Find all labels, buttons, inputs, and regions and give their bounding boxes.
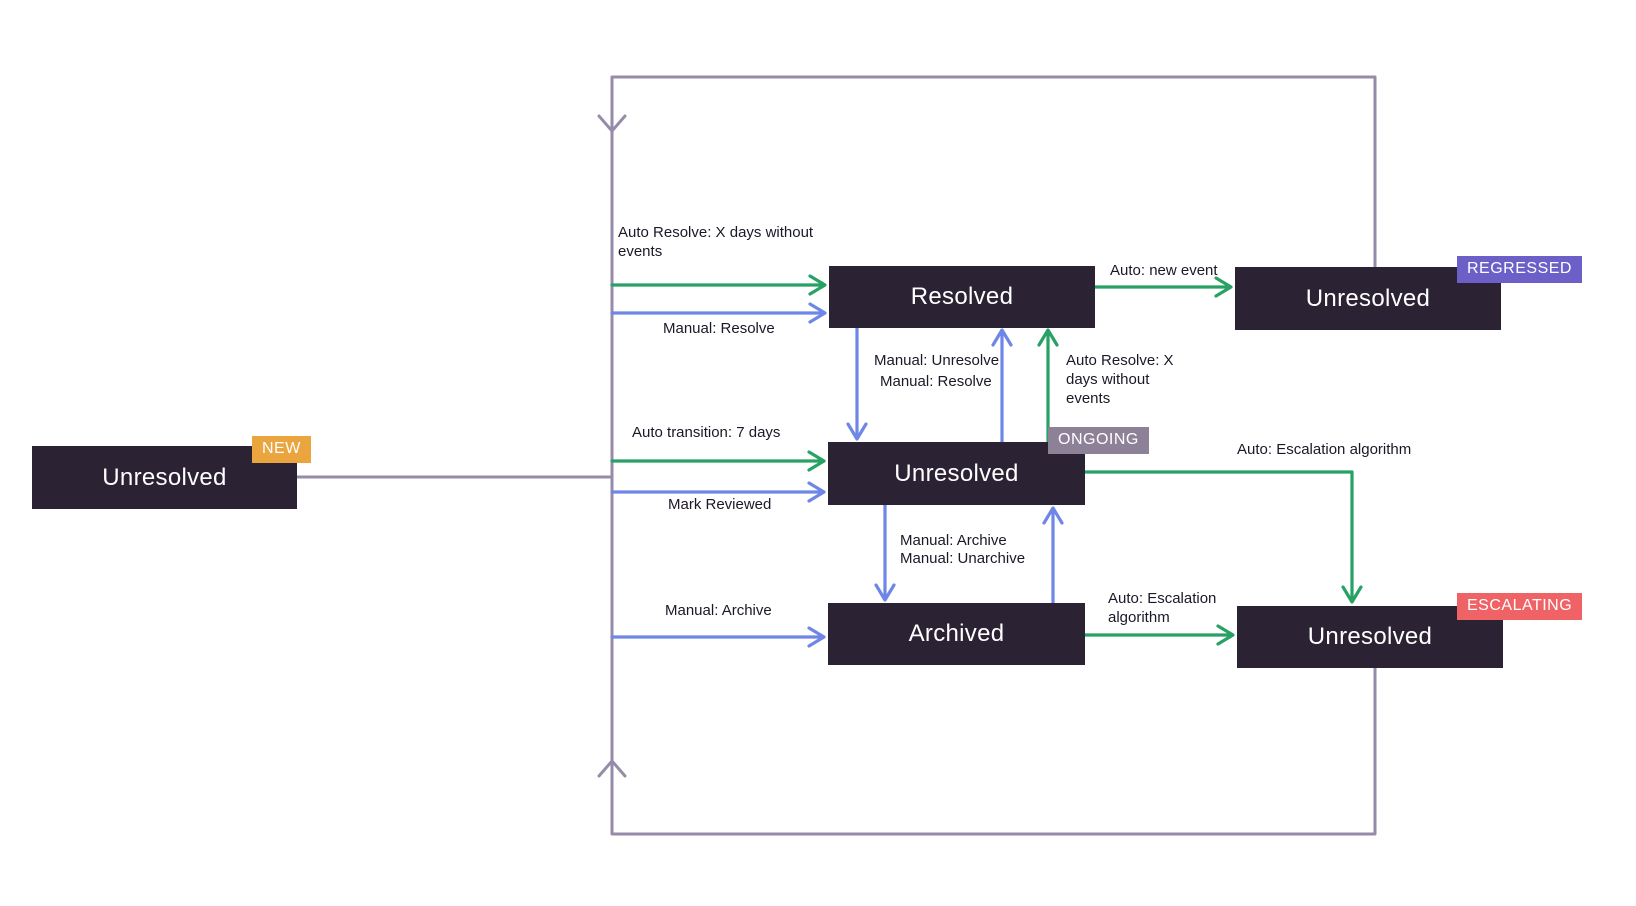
label-mark-reviewed: Mark Reviewed [668, 496, 772, 513]
status-badge-new: NEW [252, 436, 311, 463]
edge-auto-escalation-bottom [1083, 624, 1235, 646]
label-manual-resolve-up: Manual: Resolve [880, 373, 992, 390]
label-auto-escalation: Auto: Escalation algorithm [1237, 441, 1412, 458]
label-auto-transition: Auto transition: 7 days [632, 424, 781, 441]
node-label: Unresolved [102, 463, 227, 491]
label-auto-escalation-bottom: Auto: Escalation algorithm [1108, 590, 1217, 626]
edge-auto-resolve-to-resolved [610, 274, 827, 296]
edge-manual-unarchive-up [1042, 506, 1064, 605]
edge-auto-new-event [1093, 276, 1233, 298]
label-manual-unarchive: Manual: Unarchive [900, 550, 1026, 567]
label-manual-resolve: Manual: Resolve [663, 320, 775, 337]
node-label: Archived [908, 620, 1005, 647]
edge-auto-transition [610, 450, 826, 472]
node-label: Unresolved [894, 459, 1019, 487]
node-label: Resolved [910, 283, 1014, 310]
edge-mark-reviewed [610, 481, 826, 503]
node-escalating-unresolved: Unresolved ESCALATING [1237, 593, 1583, 668]
node-resolved: Resolved [829, 266, 1095, 328]
node-ongoing-unresolved: Unresolved ONGOING [828, 427, 1149, 505]
label-manual-archive-left: Manual: Archive [665, 602, 772, 619]
label-manual-archive: Manual: Archive [900, 532, 1007, 549]
edge-auto-resolve-up [1037, 328, 1059, 444]
status-badge-regressed: REGRESSED [1457, 256, 1582, 283]
edge-manual-unresolve-down [846, 326, 868, 441]
node-label: Unresolved [1305, 284, 1431, 312]
status-badge-ongoing: ONGOING [1048, 427, 1149, 454]
node-label: Unresolved [1307, 623, 1433, 650]
edge-manual-archive-down [874, 503, 896, 602]
loop-arrowheads [597, 114, 627, 778]
edge-manual-archive-left [610, 626, 826, 648]
label-auto-resolve-days-up: Auto Resolve: X days without events [1066, 352, 1174, 407]
status-badge-escalating: ESCALATING [1457, 593, 1583, 620]
node-archived: Archived [828, 603, 1085, 665]
edge-manual-resolve [610, 302, 827, 324]
edge-auto-escalation-elbow [1083, 470, 1363, 604]
loop-path [610, 75, 1377, 836]
label-auto-new-event: Auto: new event [1110, 262, 1218, 279]
label-manual-unresolve: Manual: Unresolve [874, 352, 1000, 369]
node-regressed-unresolved: Unresolved REGRESSED [1235, 256, 1582, 330]
label-auto-resolve-days: Auto Resolve: X days without events [618, 224, 814, 260]
node-new-unresolved: Unresolved NEW [32, 436, 311, 509]
edge-manual-resolve-up [991, 328, 1013, 444]
